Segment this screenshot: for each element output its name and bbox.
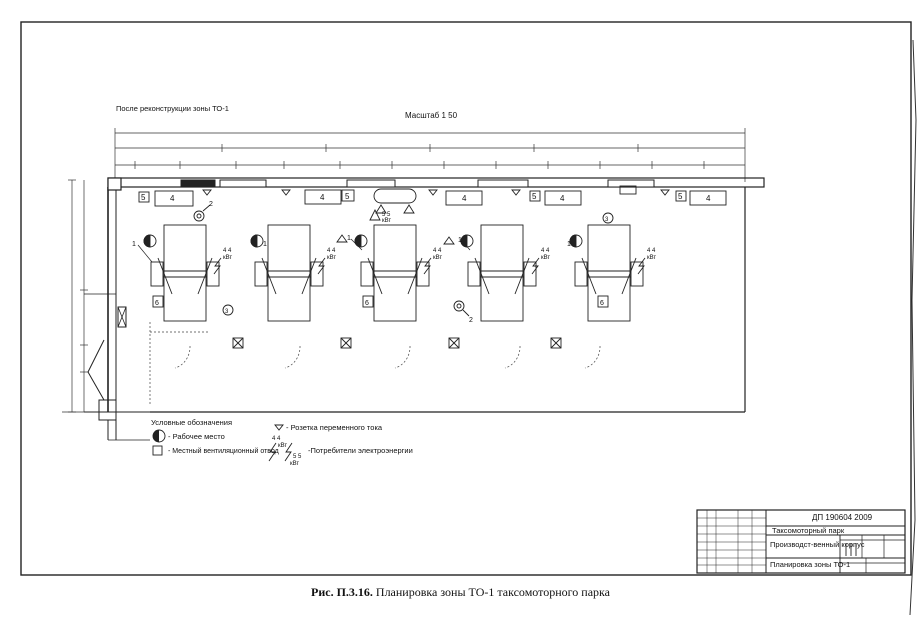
socket-icon [274, 424, 284, 431]
building-name: Производст-венный корпус [770, 540, 865, 549]
legend-consumers: -Потребители электроэнергии [308, 446, 413, 455]
post-number-labels: 1 1 1 1 1 [132, 235, 571, 248]
title-block [696, 509, 906, 574]
upper-equipment-labels: 5 4 4 5 4 5 4 5 4 [141, 192, 711, 203]
post-power-unit: кВт [541, 255, 550, 261]
sheet-edge-mark [909, 39, 917, 616]
post-number: 1 [567, 241, 571, 248]
marker-two: 2 [469, 317, 473, 324]
ventilation-icon [152, 445, 163, 456]
post-power-unit: кВт [647, 255, 656, 261]
figure-text: Планировка зоны ТО-1 таксомоторного парк… [375, 585, 610, 599]
post-power-unit: кВт [223, 255, 232, 261]
triangle-markers [336, 234, 455, 245]
legend-ventilation: - Местный вентиляционный отвод [168, 447, 279, 455]
marker-two: 2 [209, 201, 213, 208]
service-post-2 [250, 224, 324, 322]
legend-workplace: - Рабочее место [168, 432, 225, 441]
post-power: 4 4 [433, 248, 442, 254]
workplace-icon-fill [153, 430, 159, 442]
service-post-3 [354, 224, 430, 322]
label-four: 4 [560, 194, 565, 203]
compressor-unit: кВт [382, 218, 391, 224]
label-four: 4 [462, 194, 467, 203]
label-four: 4 [320, 193, 325, 202]
label-six: 6 [600, 300, 604, 307]
service-post-5 [569, 224, 644, 322]
legend-power-bottom: 5 5 [293, 454, 302, 460]
post-leader-lines [137, 238, 471, 263]
marker-symbols [193, 204, 614, 317]
label-six: 6 [155, 300, 159, 307]
legend-power-top: 4 4 [272, 436, 281, 442]
sheet-frame [20, 21, 912, 576]
upper-equipment-row [138, 185, 727, 207]
ventilation-points [232, 337, 562, 349]
service-post-4 [460, 224, 537, 322]
marker-three: 3 [605, 217, 609, 223]
dimension-lines [62, 128, 746, 413]
compressor-power: 5 5 [382, 212, 391, 218]
figure-caption: Рис. П.3.16. Планировка зоны ТО-1 таксом… [0, 585, 921, 600]
service-posts [143, 224, 646, 322]
post-power: 4 4 [223, 248, 232, 254]
legend-power-bottom-unit: кВт [290, 461, 299, 467]
label-five: 5 [345, 192, 350, 201]
label-four: 4 [706, 194, 711, 203]
reconstruction-title: После реконструкции зоны ТО-1 [116, 104, 229, 113]
compressor-symbol [369, 204, 415, 221]
label-five: 5 [532, 192, 537, 201]
marker-three: 3 [225, 309, 229, 315]
label-four: 4 [170, 194, 175, 203]
post-power: 4 4 [327, 248, 336, 254]
legend: Условные обозначения - Рабочее место - М… [151, 418, 413, 467]
post-power-labels: 4 4 кВт 4 4 кВт 4 4 кВт 4 4 кВт 4 4 кВт [223, 248, 656, 261]
building-walls [84, 177, 765, 441]
legend-power-top-unit: кВт [278, 443, 287, 449]
post-number: 1 [458, 237, 462, 244]
service-post-1 [143, 224, 220, 322]
label-five: 5 [678, 192, 683, 201]
scale-label: Масштаб 1 50 [405, 111, 458, 120]
sheet-title: Планировка зоны ТО-1 [770, 560, 850, 569]
post-power: 4 4 [647, 248, 656, 254]
organization-name: Таксомоторный парк [772, 526, 845, 535]
drawing-code: ДП 190604 2009 [812, 513, 873, 522]
legend-socket: - Розетка переменного тока [286, 423, 383, 432]
consumer-icon [268, 442, 277, 462]
post-power-unit: кВт [433, 255, 442, 261]
legend-title: Условные обозначения [151, 418, 232, 427]
post-power: 4 4 [541, 248, 550, 254]
post-power-unit: кВт [327, 255, 336, 261]
label-five: 5 [141, 193, 146, 202]
post-number: 1 [132, 241, 136, 248]
consumer-icon-2 [284, 442, 293, 462]
post-number: 1 [263, 241, 267, 248]
post-number: 1 [347, 235, 351, 242]
label-six: 6 [365, 300, 369, 307]
figure-number: Рис. П.3.16. [311, 585, 373, 599]
label-six-boxes: 6 6 6 [155, 300, 604, 307]
socket-icons [202, 189, 670, 196]
work-zone-outlines [149, 322, 601, 405]
